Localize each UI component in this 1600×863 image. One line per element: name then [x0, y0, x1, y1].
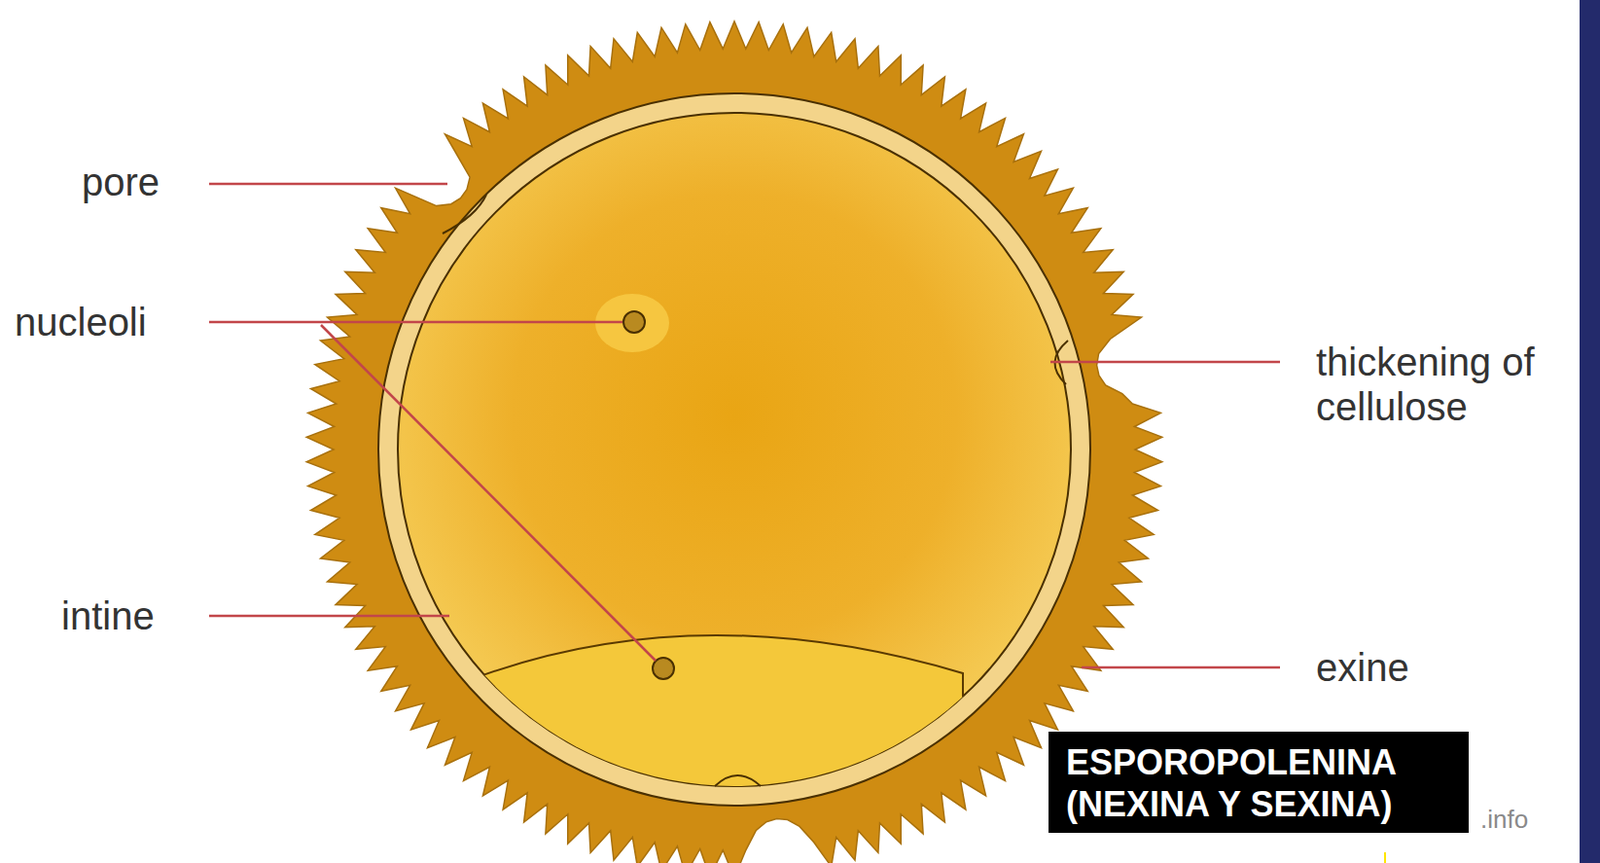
part-label: nucleoli [14, 299, 200, 345]
leader-line [209, 614, 450, 618]
leader-line [209, 182, 448, 186]
pointer-stub [1384, 852, 1387, 863]
nucleolus-dot [652, 657, 675, 679]
part-label: intine [61, 593, 198, 639]
caption-box: ESPOROPOLENINA (NEXINA Y SEXINA) [1048, 731, 1469, 833]
generative-cell [466, 635, 963, 863]
exine-wall [306, 21, 1163, 863]
leader-line [320, 324, 656, 661]
intine-thickening [442, 194, 487, 234]
leader-line [1050, 360, 1280, 364]
nucleolus-dot [623, 311, 645, 333]
intine-thickening [714, 775, 761, 786]
side-band [1579, 0, 1600, 863]
leader-line [209, 320, 623, 324]
leader-line [1081, 666, 1280, 670]
part-label: exine [1315, 644, 1472, 690]
part-label: thickening of cellulose [1315, 339, 1571, 429]
box-text: ESPOROPOLENINA (NEXINA Y SEXINA) [1066, 741, 1456, 825]
part-label: pore [81, 159, 199, 205]
watermark: .info [1480, 805, 1578, 835]
